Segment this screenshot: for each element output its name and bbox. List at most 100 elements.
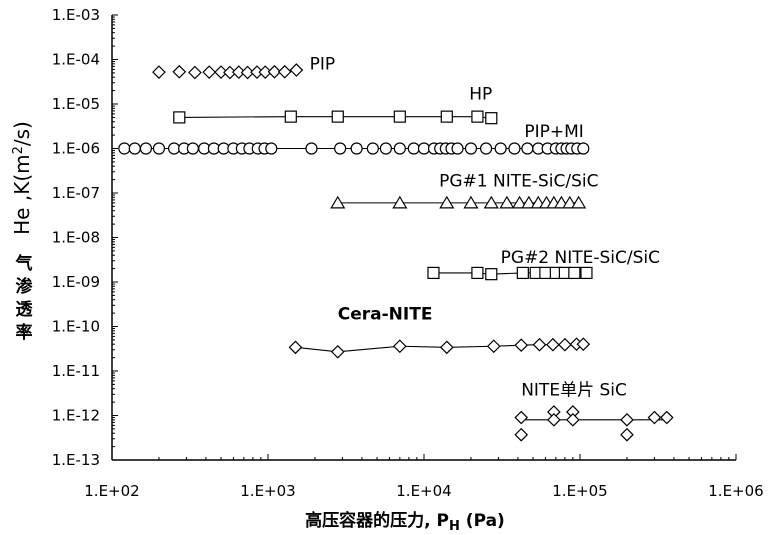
data-point: [483, 195, 499, 209]
data-point: [486, 339, 501, 354]
y-tick-label: 1.E-08: [52, 229, 100, 247]
data-point: [231, 65, 246, 79]
data-point: [392, 195, 408, 209]
data-point: [580, 266, 593, 280]
data-point: [566, 412, 580, 427]
data-point: [330, 195, 346, 209]
data-point: [508, 142, 521, 155]
data-point: [439, 195, 455, 209]
series-labels: PIP HP PIP+MI PG#1 NITE-SiC/SiC PG#2 NITE-Si…: [310, 54, 660, 400]
data-point: [485, 112, 498, 125]
data-point: [267, 64, 282, 79]
data-point: [334, 142, 347, 155]
data-point: [576, 337, 591, 352]
data-point: [277, 64, 292, 79]
data-point: [350, 142, 363, 155]
series-label: PG#1 NITE-SiC/SiC: [439, 171, 598, 191]
data-point: [118, 142, 131, 155]
data-point: [514, 338, 529, 353]
data-point: [407, 142, 420, 155]
data-point: [379, 142, 393, 155]
data-point: [514, 427, 529, 442]
y-tick-label: 1.E-12: [52, 407, 100, 425]
y-tick-label: 1.E-03: [52, 6, 100, 24]
data-point: [167, 142, 181, 155]
data-point: [516, 266, 529, 280]
data-point: [288, 340, 303, 355]
data-point: [521, 142, 534, 155]
data-point: [512, 195, 528, 209]
series-label: NITE单片 SiC: [521, 381, 627, 401]
y-tick-label: 1.E-11: [52, 362, 100, 380]
series-markers: [118, 63, 674, 442]
y-axis-label-chinese-char: 率: [16, 322, 33, 343]
data-point: [188, 65, 202, 80]
y-axis-label-chinese: 气 渗 透 率: [15, 253, 34, 343]
series-label: PIP+MI: [524, 122, 583, 142]
data-point: [202, 65, 217, 79]
data-point: [571, 195, 587, 209]
series-label: PG#2 NITE-SiC/SiC: [501, 248, 660, 268]
y-axis-label-chinese-char: 气: [15, 253, 33, 274]
data-point: [577, 142, 590, 155]
y-axis-label-chinese-char: 透: [16, 299, 34, 320]
data-point: [546, 337, 560, 352]
data-point: [152, 65, 166, 79]
data-point: [463, 195, 479, 209]
data-point: [562, 195, 578, 209]
y-tick-label: 1.E-13: [52, 451, 100, 469]
data-point: [479, 142, 493, 155]
data-point: [485, 268, 498, 281]
data-point: [240, 65, 255, 80]
data-point: [471, 110, 484, 123]
data-point: [494, 142, 507, 155]
data-point: [128, 142, 141, 155]
data-point: [152, 142, 166, 155]
y-tick-label: 1.E-05: [52, 95, 100, 113]
data-point: [514, 410, 529, 425]
y-tick-label: 1.E-09: [52, 273, 100, 291]
data-point: [186, 142, 199, 155]
x-tick-label: 1.E+03: [240, 482, 295, 500]
y-axis-label-chinese-char: 渗: [16, 276, 34, 297]
series-label: PIP: [310, 54, 336, 74]
y-tick-label: 1.E-07: [52, 184, 100, 202]
data-point: [284, 110, 297, 123]
data-point: [366, 142, 379, 155]
data-point: [499, 195, 515, 209]
data-point: [427, 266, 440, 280]
data-point: [392, 339, 407, 354]
series-label: Cera-NITE: [338, 304, 433, 324]
x-tick-label: 1.E+02: [84, 482, 139, 500]
data-point: [539, 266, 552, 280]
data-point: [532, 337, 547, 352]
data-point: [568, 266, 581, 280]
y-axis-label: He ,K(m2/s): [10, 121, 34, 235]
data-point: [439, 340, 454, 355]
data-point: [172, 64, 187, 79]
data-point: [393, 142, 406, 155]
data-point: [258, 65, 273, 79]
x-tick-label: 1.E+04: [396, 482, 451, 500]
data-point: [471, 266, 484, 280]
axes: 1.E-031.E-041.E-051.E-061.E-071.E-081.E-…: [52, 6, 764, 500]
data-point: [139, 142, 153, 155]
data-point: [558, 337, 572, 352]
data-point: [173, 111, 186, 124]
data-point: [647, 410, 662, 425]
data-point: [451, 142, 464, 155]
data-point: [289, 63, 304, 77]
y-tick-label: 1.E-04: [52, 51, 100, 69]
x-axis-label: 高压容器的压力, PH (Pa): [305, 510, 505, 534]
data-point: [393, 110, 406, 123]
x-tick-label: 1.E+06: [708, 482, 763, 500]
data-point: [330, 344, 345, 359]
data-point: [417, 142, 431, 155]
data-point: [440, 110, 453, 123]
series-label: HP: [469, 85, 492, 105]
data-point: [547, 412, 561, 427]
data-point: [521, 195, 537, 209]
data-point: [214, 65, 228, 79]
